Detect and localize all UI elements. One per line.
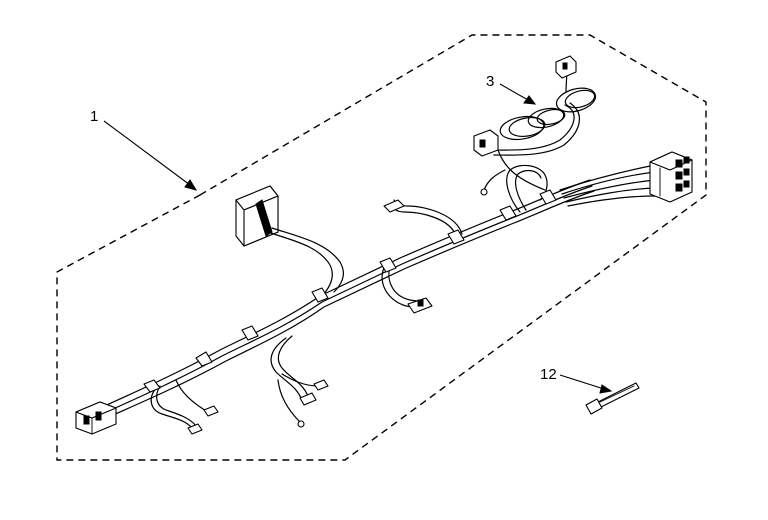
branch-left-terminals [150,379,219,435]
multi-pin-connector-right [649,151,693,203]
callout-12-label: 12 [540,366,557,383]
branch-right-loop [480,164,548,213]
cable-tie [585,382,640,415]
right-wire-fan [559,164,656,207]
callout-3-leader [499,83,529,101]
harness-clip-7 [499,205,517,221]
callout-1[interactable]: 1 [90,108,198,191]
branch-lower-middle-terminals [270,335,329,428]
harness-clip-4 [311,287,329,303]
callout-12-leader [559,374,605,390]
callout-3[interactable]: 3 [486,73,537,105]
callout-12[interactable]: 12 [540,366,613,394]
callout-1-arrowhead [184,179,198,191]
callout-3-arrowhead [523,95,537,105]
harness-clip-2 [195,351,213,367]
block-connector-top [235,185,344,297]
main-harness-trunk [99,179,595,420]
callout-1-label: 1 [90,108,98,125]
harness-clip-1 [143,379,161,393]
harness-clip-8 [539,189,557,205]
connector-left [75,401,117,435]
callout-12-arrowhead [599,384,613,394]
power-cord [473,55,597,191]
callout-3-label: 3 [486,73,494,90]
harness-clip-6 [447,229,465,245]
harness-clip-5 [379,257,397,273]
branch-upper-terminal [383,199,463,237]
branch-center-plug [381,261,433,314]
assembly-outline [56,34,707,461]
harness-clip-3 [241,325,259,341]
callout-1-leader [103,120,191,186]
